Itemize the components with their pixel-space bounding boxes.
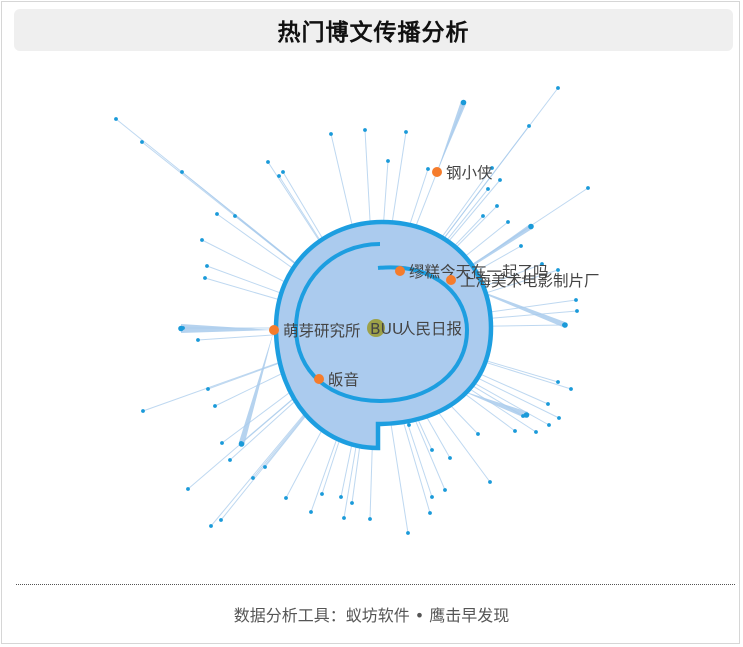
leaf-node-69 [407, 423, 411, 427]
key-node-2 [395, 266, 405, 276]
leaf-node-65 [209, 524, 213, 528]
leaf-node-44 [488, 480, 492, 484]
leaf-node-64 [186, 487, 190, 491]
key-node-4 [432, 167, 442, 177]
footer-credit: 数据分析工具：蚁坊软件 • 鹰击早发现 [233, 606, 510, 625]
leaf-node-3 [215, 212, 219, 216]
repost-bundle-0 [181, 324, 274, 333]
center-node [367, 319, 385, 337]
leaf-node-4 [233, 214, 237, 218]
leaf-node-55 [284, 496, 288, 500]
leaf-node-19 [490, 166, 494, 170]
leaf-node-41 [534, 430, 538, 434]
leaf-node-6 [205, 264, 209, 268]
leaf-node-57 [251, 476, 255, 480]
leaf-node-50 [350, 501, 354, 505]
bundle-end-node-0 [178, 325, 184, 332]
leaf-node-12 [363, 128, 367, 132]
key-node-label-1: 萌芽研究所 [283, 322, 361, 340]
leaf-node-68 [448, 456, 452, 460]
bundle-end-node-5 [523, 412, 530, 418]
leaf-node-14 [404, 130, 408, 134]
leaf-node-30 [574, 298, 578, 302]
leaf-node-42 [513, 429, 517, 433]
bundle-end-node-2 [238, 441, 245, 447]
inner-spiral-ring [293, 242, 470, 404]
leaf-node-31 [575, 309, 579, 313]
key-node-5 [314, 374, 324, 384]
leaf-node-29 [556, 268, 560, 272]
leaf-node-35 [556, 380, 560, 384]
key-node-label-2: 缪糕今天在一起了吗 [409, 263, 549, 281]
leaf-node-43 [476, 432, 480, 436]
leaf-node-67 [430, 448, 434, 452]
leaf-node-46 [430, 495, 434, 499]
footer-divider [16, 584, 735, 585]
leaf-node-26 [519, 244, 523, 248]
leaf-node-9 [277, 174, 281, 178]
leaf-node-37 [546, 402, 550, 406]
key-node-label-0: 人民日报 [400, 320, 462, 338]
title-bar: 热门博文传播分析 [14, 9, 733, 51]
repost-bundle-1 [437, 101, 466, 172]
leaf-node-20 [498, 178, 502, 182]
leaf-node-10 [281, 170, 285, 174]
key-node-label-5: 皈音 [328, 371, 359, 389]
leaf-node-34 [196, 338, 200, 342]
leaf-node-24 [506, 220, 510, 224]
repost-bundle-2 [239, 330, 274, 446]
leaf-node-53 [320, 492, 324, 496]
leaf-node-47 [428, 511, 432, 515]
leaf-node-7 [203, 276, 207, 280]
leaf-node-15 [426, 167, 430, 171]
leaf-node-39 [547, 423, 551, 427]
leaf-node-56 [263, 465, 267, 469]
leaf-node-60 [220, 441, 224, 445]
key-node-label-3: 上海美术电影制片厂 [460, 272, 600, 290]
leaf-node-8 [266, 160, 270, 164]
leaf-node-11 [329, 132, 333, 136]
leaf-node-23 [481, 214, 485, 218]
leaf-node-61 [206, 387, 210, 391]
leaf-node-62 [213, 404, 217, 408]
key-node-1 [269, 325, 279, 335]
leaf-node-27 [586, 186, 590, 190]
leaf-node-22 [495, 204, 499, 208]
leaf-node-28 [540, 262, 544, 266]
leaf-node-5 [200, 238, 204, 242]
leaf-node-66 [219, 518, 223, 522]
leaf-node-13 [386, 159, 390, 163]
bundle-end-node-3 [562, 322, 568, 328]
leaf-node-63 [141, 409, 145, 413]
leaf-node-36 [569, 387, 573, 391]
key-node-label-4: 钢小侠 [446, 164, 493, 182]
leaf-node-45 [443, 488, 447, 492]
key-node-3 [446, 275, 456, 285]
leaf-node-48 [406, 531, 410, 535]
leaf-node-2 [180, 170, 184, 174]
leaf-node-52 [339, 495, 343, 499]
leaf-node-59 [228, 458, 232, 462]
center-node-label: BUU [370, 320, 403, 338]
leaf-node-21 [486, 187, 490, 191]
leaf-node-17 [556, 86, 560, 90]
leaf-node-layer [114, 86, 590, 535]
repost-bundle-5 [460, 390, 528, 418]
leaf-node-54 [309, 510, 313, 514]
bundle-end-node-1 [460, 99, 467, 106]
bundle-end-node-4 [528, 223, 534, 230]
leaf-node-18 [527, 124, 531, 128]
leaf-node-1 [140, 140, 144, 144]
chart-title: 热门博文传播分析 [277, 20, 470, 46]
leaf-node-0 [114, 117, 118, 121]
leaf-node-49 [368, 517, 372, 521]
leaf-node-51 [342, 516, 346, 520]
leaf-node-38 [557, 416, 561, 420]
